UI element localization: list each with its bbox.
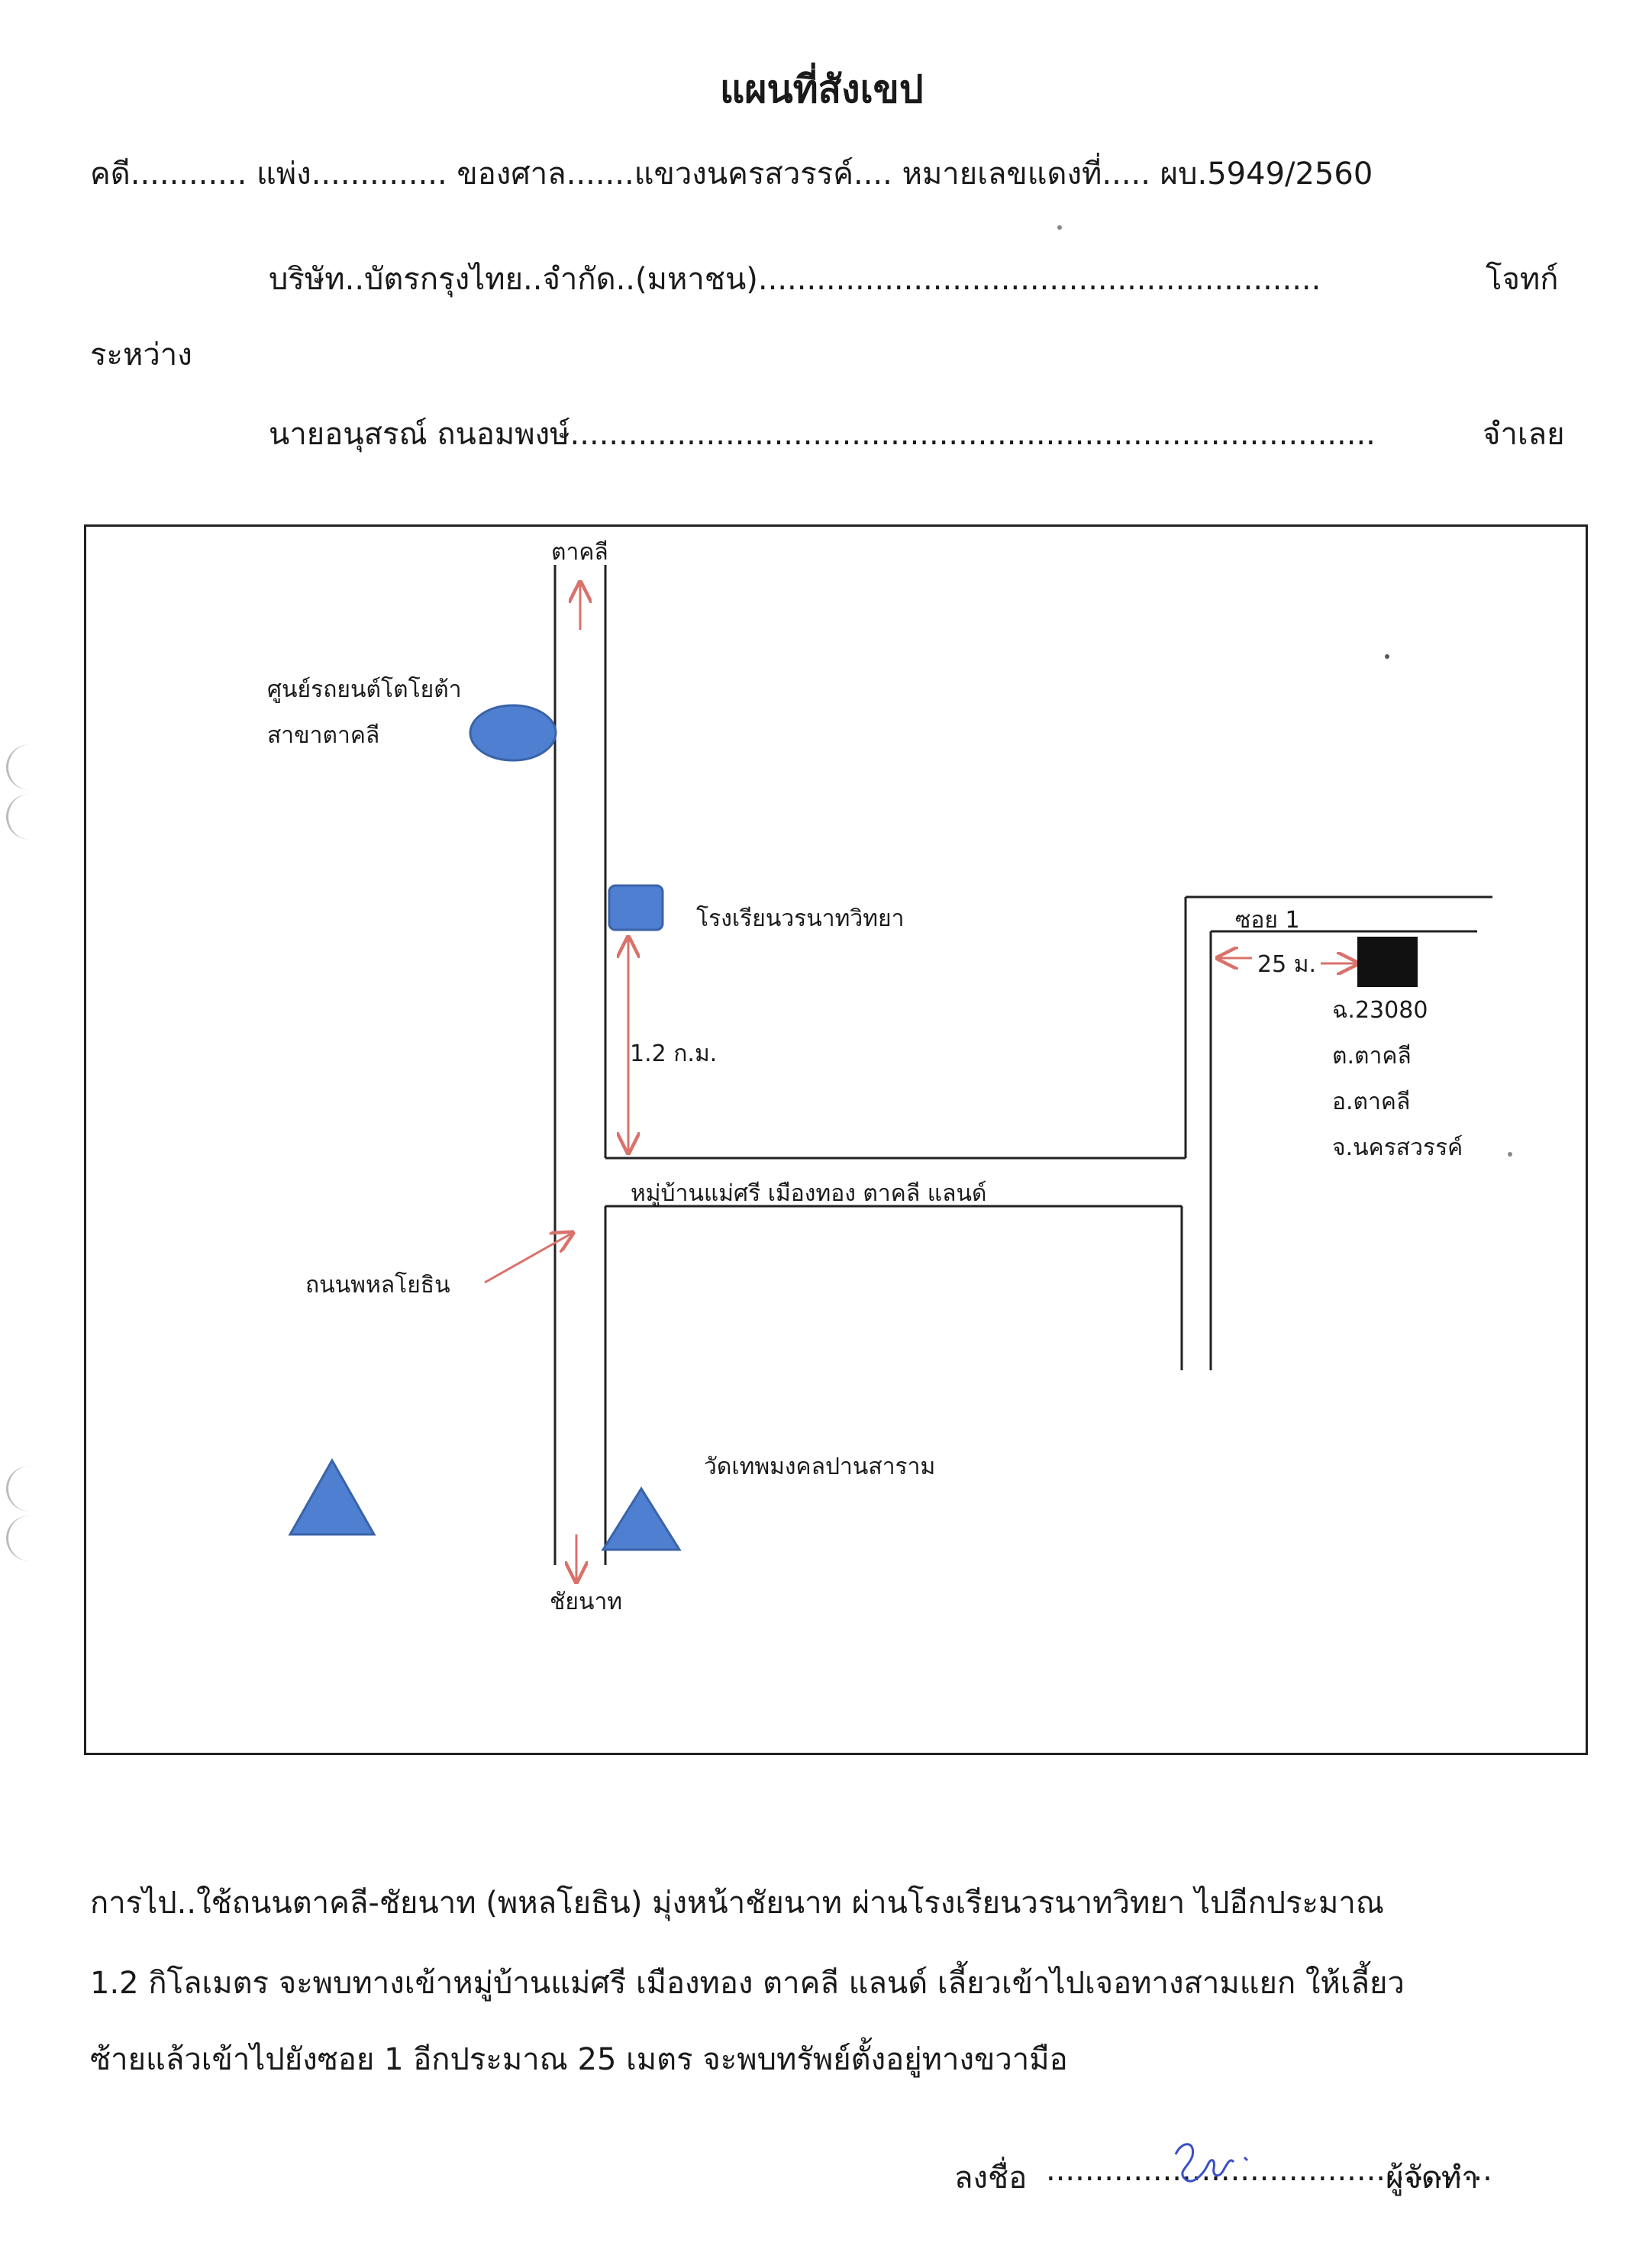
paper-speck [1385,654,1389,659]
village-road-label: หมู่บ้านแม่ศรี เมืองทอง ตาคลี แลนด์ [631,1180,987,1207]
school-marker [608,884,664,931]
binder-mark-bottom-2 [6,1515,54,1561]
plaintiff-name: บริษัท..บัตรกรุงไทย..จำกัด..(มหาชน).....… [269,262,1321,297]
map-frame [84,524,1588,1755]
toyota-center-label-line2: สาขาตาคลี [267,722,380,749]
soi-label: ซอย 1 [1235,907,1300,934]
south-destination-label: ชัยนาท [550,1589,623,1615]
plaintiff-role: โจทก์ [1486,262,1559,297]
property-subdistrict-label: ต.ตาคลี [1332,1043,1412,1070]
directions-line-1: การไป..ใช้ถนนตาคลี-ชัยนาท (พหลโยธิน) มุ่… [90,1886,1384,1921]
between-label: ระหว่าง [90,337,192,373]
signature-dots: ........................................… [1046,2153,1492,2188]
temple-label: วัดเทพมงคลปานสาราม [704,1454,936,1480]
north-destination-label: ตาคลี [551,539,608,566]
toyota-center-label-line1: ศูนย์รถยนต์โตโยต้า [267,676,462,703]
toyota-center-marker [469,704,557,762]
case-line: คดี............ แพ่ง.............. ของศา… [90,156,1373,192]
temple-marker [601,1486,682,1551]
signature-prefix: ลงชื่อ [954,2160,1028,2196]
directions-line-2: 1.2 กิโลเมตร จะพบทางเข้าหมู่บ้านแม่ศรี เ… [90,1966,1405,2001]
distance-label: 1.2 ก.ม. [630,1041,718,1067]
school-label: โรงเรียนวรนาทวิทยา [696,905,905,932]
binder-mark-top [6,744,54,790]
paper-speck-2 [1057,225,1062,230]
defendant-name: นายอนุสรณ์ ถนอมพงษ์.....................… [269,417,1376,452]
main-road-label: ถนนพหลโยธิน [305,1272,450,1299]
paper-speck-3 [1508,1152,1512,1157]
property-district-label: อ.ตาคลี [1332,1089,1411,1115]
page-title: แผนที่สังเขป [720,67,924,111]
main-road-pointer-arrow [484,1233,573,1284]
property-province-label: จ.นครสวรรค์ [1332,1134,1463,1161]
signature-suffix: ผู้จัดทำ [1386,2160,1479,2196]
binder-mark-bottom [6,1466,54,1512]
landmark-triangle-west [288,1457,376,1536]
binder-mark-top-2 [6,794,54,840]
soi-distance-label: 25 ม. [1257,951,1317,978]
property-deed-label: ฉ.23080 [1332,997,1428,1024]
property-marker [1357,937,1418,987]
directions-line-3: ซ้ายแล้วเข้าไปยังซอย 1 อีกประมาณ 25 เมตร… [90,2042,1068,2077]
defendant-role: จำเลย [1483,417,1565,452]
